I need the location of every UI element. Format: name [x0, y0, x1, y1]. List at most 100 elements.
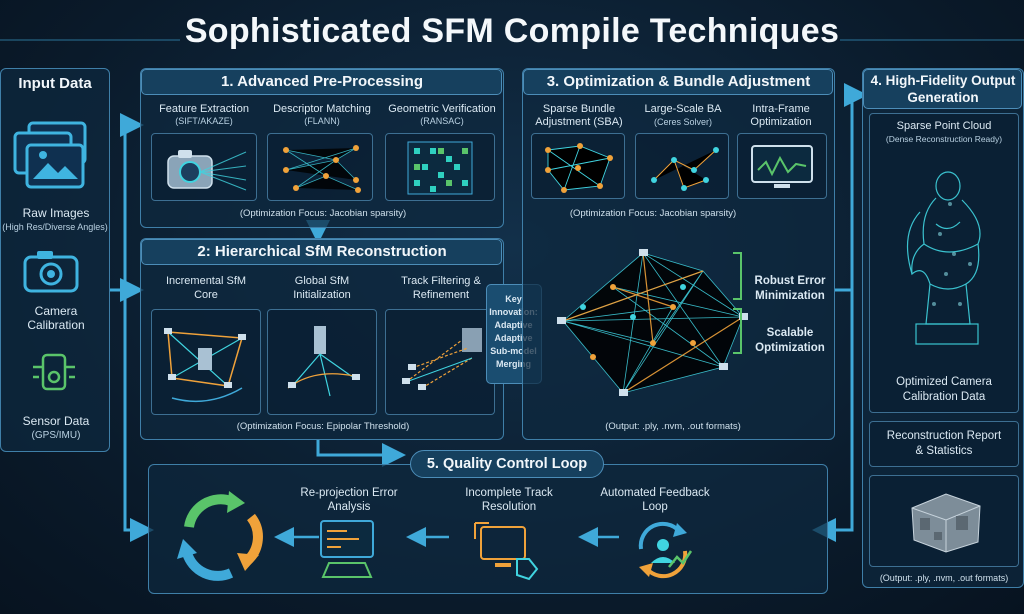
- automated-feedback-label-a: Automated Feedback: [600, 487, 710, 499]
- global-sfm-label-a: Global SfM: [294, 275, 350, 287]
- key-innovation-line2: Innovation:: [489, 307, 538, 317]
- global-sfm-label-b: Initialization: [293, 289, 351, 301]
- hierarchical-focus-note: (Optimization Focus: Epipolar Threshold): [236, 421, 410, 432]
- robust-error-label-b: Minimization: [755, 290, 825, 302]
- optimization-focus-note: (Optimization Focus: Jacobian sparsity): [569, 208, 737, 219]
- page-title: Sophisticated SFM Compile Techniques: [184, 12, 840, 50]
- report-label-b: & Statistics: [915, 445, 973, 457]
- incremental-sfm-diagram: [164, 328, 246, 403]
- qc-internal-arrows: [274, 527, 619, 547]
- quality-control-title-pill: 5. Quality Control Loop: [410, 450, 604, 478]
- intra-frame-label-a: Intra-Frame: [752, 103, 810, 115]
- monitor-graph-icon: [751, 145, 813, 188]
- report-card: Reconstruction Report & Statistics: [869, 421, 1019, 467]
- feature-extraction-card: [151, 133, 257, 201]
- output-title-b: Generation: [907, 90, 979, 105]
- raw-images-icon: [13, 121, 87, 189]
- camera-icon: [167, 150, 247, 191]
- large-ba-label-b: (Ceres Solver): [653, 117, 712, 127]
- sensor-label: Sensor Data: [22, 414, 90, 428]
- statue-point-cloud-icon: [906, 171, 981, 345]
- scalable-optimization-label-b: Optimization: [755, 342, 825, 354]
- optimization-output-note: (Output: .ply, .nvm, .out formats): [605, 421, 741, 432]
- bundle-network-diagram: [557, 249, 748, 396]
- output-header: [863, 69, 1022, 109]
- output-panel: 4. High-Fidelity Output Generation Spars…: [862, 68, 1024, 588]
- sba-card: [531, 133, 625, 199]
- incremental-sfm-label-b: Core: [194, 289, 218, 301]
- report-label-a: Reconstruction Report: [886, 430, 1002, 442]
- camera-icon: [23, 251, 79, 293]
- quality-control-panel: Re-projection Error Analysis Incomplete …: [148, 464, 828, 594]
- sensor-sub: (GPS/IMU): [31, 430, 81, 441]
- key-innovation-line3: Adaptive: [494, 320, 533, 330]
- match-network-icon: [283, 145, 361, 193]
- incomplete-track-label-a: Incomplete Track: [465, 487, 553, 499]
- preprocessing-focus-note: (Optimization Focus: Jacobian sparsity): [239, 208, 407, 219]
- bracket-connectors: [733, 252, 742, 354]
- sba-label-b: Adjustment (SBA): [535, 116, 623, 128]
- track-filtering-card: [385, 309, 495, 415]
- key-innovation-line5: Sub-model: [490, 346, 537, 356]
- calibration-label: Calibration: [27, 318, 85, 332]
- automated-feedback-label-b: Loop: [642, 501, 668, 513]
- key-innovation-line1: Key: [505, 294, 522, 304]
- key-innovation-line4: Adaptive: [494, 333, 533, 343]
- incomplete-track-label-b: Resolution: [481, 501, 537, 513]
- track-resolution-icon: [474, 522, 539, 581]
- hierarchical-sfm-header: [141, 239, 502, 265]
- reprojection-error-label-b: Analysis: [327, 501, 371, 513]
- geometric-verification-sub: (RANSAC): [420, 116, 464, 126]
- hierarchical-sfm-panel: 2: Hierarchical SfM Reconstruction Incre…: [140, 238, 504, 440]
- track-filtering-label-b: Refinement: [412, 289, 470, 301]
- optimization-title: 3. Optimization & Bundle Adjustment: [546, 73, 811, 90]
- sba-network-icon: [545, 143, 613, 193]
- geometric-verification-card: [385, 133, 495, 201]
- large-ba-label-a: Large-Scale BA: [644, 103, 722, 115]
- large-ba-network-icon: [651, 147, 719, 191]
- global-sfm-diagram: [287, 326, 360, 397]
- input-data-panel: Input Data Raw Images (High Res/Diverse …: [0, 68, 110, 452]
- preprocessing-header: [141, 69, 502, 95]
- sparse-point-cloud-label: Sparse Point Cloud: [896, 120, 992, 132]
- feature-extraction-sub: (SIFT/AKAZE): [175, 116, 233, 126]
- geometric-verification-label: Geometric Verification: [388, 103, 496, 115]
- scalable-optimization-label-a: Scalable: [766, 327, 814, 339]
- sparse-point-cloud-sub: (Dense Reconstruction Ready): [885, 134, 1003, 144]
- mesh-preview-card: [869, 475, 1019, 567]
- quality-control-title: 5. Quality Control Loop: [426, 456, 588, 472]
- robust-error-label-a: Robust Error: [754, 275, 826, 287]
- output-title-a: 4. High-Fidelity Output: [870, 73, 1016, 88]
- cycle-arrows-icon: [177, 491, 263, 581]
- descriptor-matching-sub: (FLANN): [304, 116, 340, 126]
- optimized-camera-label-a: Optimized Camera: [896, 376, 992, 388]
- track-filtering-diagram: [402, 328, 482, 390]
- optimization-header: [523, 69, 833, 95]
- raw-images-sub: (High Res/Diverse Angles): [2, 222, 108, 232]
- global-sfm-card: [267, 309, 377, 415]
- reprojection-error-label-a: Re-projection Error: [300, 487, 398, 499]
- sba-label-a: Sparse Bundle: [542, 103, 616, 115]
- large-ba-card: [635, 133, 729, 199]
- feature-extraction-label: Feature Extraction: [159, 103, 249, 115]
- preprocessing-panel: 1. Advanced Pre-Processing Feature Extra…: [140, 68, 504, 228]
- code-monitor-icon: [320, 520, 374, 578]
- input-data-title: Input Data: [18, 75, 92, 92]
- raw-images-label: Raw Images: [22, 206, 90, 220]
- preprocessing-title: 1. Advanced Pre-Processing: [220, 73, 424, 90]
- incremental-sfm-label-a: Incremental SfM: [165, 275, 247, 287]
- intra-frame-card: [737, 133, 827, 199]
- output-formats-note: (Output: .ply, .nvm, .out formats): [879, 573, 1009, 583]
- sparse-point-cloud-card: Sparse Point Cloud (Dense Reconstruction…: [869, 113, 1019, 413]
- mesh-model-icon: [911, 493, 981, 553]
- optimized-camera-label-b: Calibration Data: [902, 391, 986, 403]
- key-innovation-line6: Merging: [496, 359, 531, 369]
- feedback-loop-icon: [638, 521, 693, 579]
- camera-label: Camera: [34, 304, 78, 318]
- hierarchical-sfm-title: 2: Hierarchical SfM Reconstruction: [197, 243, 447, 260]
- sensor-icon: [33, 353, 75, 391]
- matrix-grid-icon: [407, 141, 473, 195]
- intra-frame-label-b: Optimization: [750, 116, 812, 128]
- incremental-sfm-card: [151, 309, 261, 415]
